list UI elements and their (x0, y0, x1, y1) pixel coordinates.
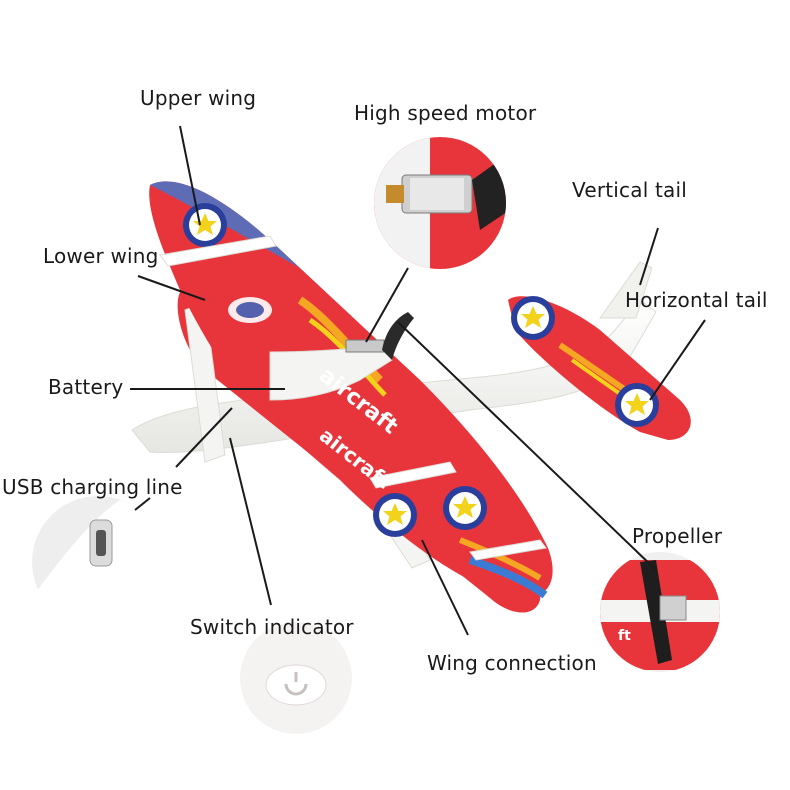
label-usb-charging-line: USB charging line (2, 475, 183, 499)
wing-mount-front (159, 235, 277, 267)
label-propeller: Propeller (632, 524, 723, 548)
leader-usb-inset (134, 497, 151, 511)
leader-usb (175, 407, 233, 468)
switch-closeup-icon (240, 622, 352, 734)
wing-mount-rear (369, 461, 457, 489)
label-switch-indicator: Switch indicator (190, 615, 354, 639)
leader-horizontal-tail (649, 319, 706, 401)
usb-port-closeup-icon (32, 496, 164, 628)
propeller-closeup-icon: ft (600, 552, 720, 672)
leader-lines (130, 125, 706, 636)
leader-wing-connection (421, 539, 469, 636)
svg-text:ft: ft (618, 628, 631, 644)
label-wing-connection: Wing connection (427, 651, 597, 675)
label-vertical-tail: Vertical tail (572, 178, 688, 202)
leader-motor (365, 267, 409, 343)
label-battery: Battery (48, 375, 124, 399)
leader-vertical-tail (639, 227, 659, 286)
leader-upper-wing (179, 125, 201, 226)
motor-small (345, 339, 385, 353)
motor-closeup-icon (374, 137, 506, 269)
leader-switch (229, 437, 272, 606)
label-horizontal-tail: Horizontal tail (625, 288, 768, 312)
label-lower-wing: Lower wing (43, 244, 159, 268)
propeller-small (382, 312, 414, 360)
vertical-tail (599, 261, 653, 319)
label-high-speed-motor: High speed motor (354, 101, 537, 125)
leader-propeller (397, 321, 657, 571)
leader-lower-wing (137, 275, 206, 301)
label-upper-wing: Upper wing (140, 86, 257, 110)
